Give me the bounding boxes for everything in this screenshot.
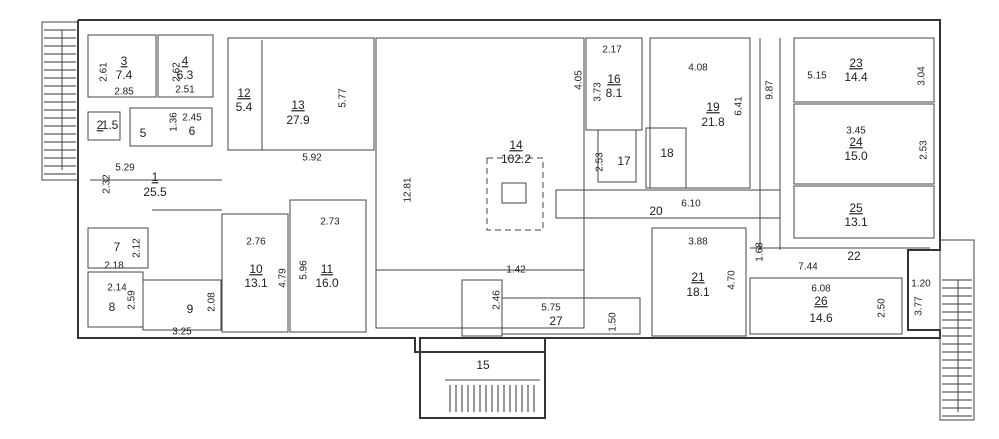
- room-label-27: 27: [549, 314, 563, 328]
- room-label-9: 9: [187, 302, 194, 316]
- stair-annex-bottom: [419, 337, 546, 419]
- room-dimension-26-0: 6.08: [811, 284, 831, 295]
- room-dimension-13-1: 5.92: [302, 153, 322, 164]
- room-dimension-16-2: 3.73: [593, 82, 604, 102]
- room-label-15: 15: [476, 358, 490, 372]
- room-dimension-9-1: 3.25: [172, 327, 192, 338]
- room-dimension-26-1: 2.50: [877, 298, 888, 318]
- room-label-2: 2: [97, 118, 104, 132]
- extra-dimension-0: 9.87: [765, 80, 776, 100]
- room-dimension-16-0: 2.17: [602, 45, 622, 56]
- room-area-14: 102.2: [501, 152, 531, 166]
- room-dimension-10-0: 2.76: [246, 237, 266, 248]
- room-area-4: 6.3: [177, 68, 194, 82]
- room-dimension-13-0: 5.77: [338, 88, 349, 108]
- room-label-13: 13: [291, 98, 305, 112]
- room-dimension-4-0: 2.62: [172, 62, 183, 82]
- room-dimension-4-1: 2.51: [175, 85, 195, 96]
- room-area-3: 7.4: [116, 68, 133, 82]
- room-area-24: 15.0: [844, 149, 868, 163]
- room-label-19: 19: [706, 100, 720, 114]
- room-area-26: 14.6: [809, 311, 833, 325]
- room-dimension-27-0: 5.75: [541, 303, 561, 314]
- room-dimension-22-0: 7.44: [798, 262, 818, 273]
- room-area-23: 14.4: [844, 70, 868, 84]
- room-labels: 125.5 5.292.32 21.5 37.4 2.61 2.85 46.32.62 2.5…: [97, 45, 930, 373]
- room-dimension-21-0: 3.88: [688, 237, 708, 248]
- room-dimension-14-0: 12.81: [403, 177, 414, 202]
- interior-walls: [87, 34, 935, 337]
- room-dimension-6-1: 1.36: [169, 112, 180, 132]
- room-label-23: 23: [849, 56, 863, 70]
- room-dimension-16-1: 4.05: [574, 70, 585, 90]
- room-dimension-1-0: 5.29: [115, 163, 135, 174]
- room-label-22: 22: [847, 249, 861, 263]
- room-dimension-9-0: 2.08: [207, 292, 218, 312]
- room-label-16: 16: [607, 72, 621, 86]
- room-area-21: 18.1: [686, 285, 710, 299]
- extra-dimension-1: 1.20: [911, 279, 931, 290]
- room-label-11: 11: [321, 262, 334, 276]
- room-dimension-23-0: 5.15: [807, 71, 827, 82]
- room-label-10: 10: [249, 262, 263, 276]
- room-area-19: 21.8: [701, 115, 725, 129]
- room-label-14: 14: [509, 138, 523, 152]
- room-dimension-7-1: 2.18: [104, 261, 124, 272]
- room-dimension-3-1: 2.85: [114, 87, 134, 98]
- extra-dimension-2: 3.77: [914, 296, 925, 316]
- room-area-2: 1.5: [102, 118, 119, 132]
- room-dimension-27-1: 1.50: [608, 312, 619, 332]
- room-dimension-20-0: 6.10: [681, 199, 701, 210]
- room-label-1: 1: [152, 170, 159, 184]
- room-label-5: 5: [140, 126, 147, 140]
- room-label-8: 8: [109, 300, 116, 314]
- stairs-bottom: [445, 379, 540, 412]
- room-dimension-6-0: 2.45: [182, 113, 202, 124]
- room-dimension-17-0: 2.53: [595, 152, 606, 172]
- room-label-4: 4: [182, 54, 189, 68]
- room-dimension-27-2: 2.46: [492, 290, 503, 310]
- stairs-right: [939, 239, 975, 421]
- room-area-16: 8.1: [606, 86, 623, 100]
- room-dimension-11-0: 2.73: [320, 217, 340, 228]
- room-area-11: 16.0: [315, 276, 339, 290]
- room-dimension-23-1: 3.04: [917, 66, 928, 86]
- room-dimension-21-1: 4.70: [727, 270, 738, 290]
- room-label-12: 12: [237, 86, 251, 100]
- room-dimension-8-0: 2.14: [107, 283, 127, 294]
- room-area-1: 25.5: [143, 185, 167, 199]
- room-area-25: 13.1: [844, 215, 868, 229]
- room-dimension-7-0: 2.12: [132, 238, 143, 258]
- room-dimension-11-1: 5.96: [299, 260, 310, 280]
- stairs-left: [41, 21, 79, 181]
- room-dimension-8-1: 2.59: [127, 290, 138, 310]
- room-dimension-19-1: 6.41: [734, 96, 745, 116]
- room-dimension-24-0: 3.45: [846, 126, 866, 137]
- room-label-7: 7: [114, 240, 121, 254]
- room-label-26: 26: [814, 294, 828, 308]
- room-label-18: 18: [660, 146, 674, 160]
- room-area-10: 13.1: [244, 276, 268, 290]
- room-dimension-1-1: 2.32: [102, 174, 113, 194]
- extra-dimension-labels: 9.87 1.20 3.77: [765, 80, 932, 316]
- room-dimension-22-1: 1.68: [755, 242, 766, 262]
- room-area-13: 27.9: [286, 113, 310, 127]
- room-dimension-24-1: 2.53: [919, 140, 930, 160]
- room-label-20: 20: [649, 204, 663, 218]
- room-label-24: 24: [849, 135, 863, 149]
- room-label-17: 17: [617, 154, 631, 168]
- room-label-6: 6: [189, 124, 196, 138]
- room-label-25: 25: [849, 201, 863, 215]
- room-area-12: 5.4: [236, 100, 253, 114]
- room-dimension-19-0: 4.08: [688, 63, 708, 74]
- room-dimension-3-0: 2.61: [99, 62, 110, 82]
- room-dimension-10-1: 4.79: [278, 268, 289, 288]
- room-dimension-27-3: 1.42: [506, 265, 526, 276]
- room-label-21: 21: [691, 270, 705, 284]
- room-label-3: 3: [121, 54, 128, 68]
